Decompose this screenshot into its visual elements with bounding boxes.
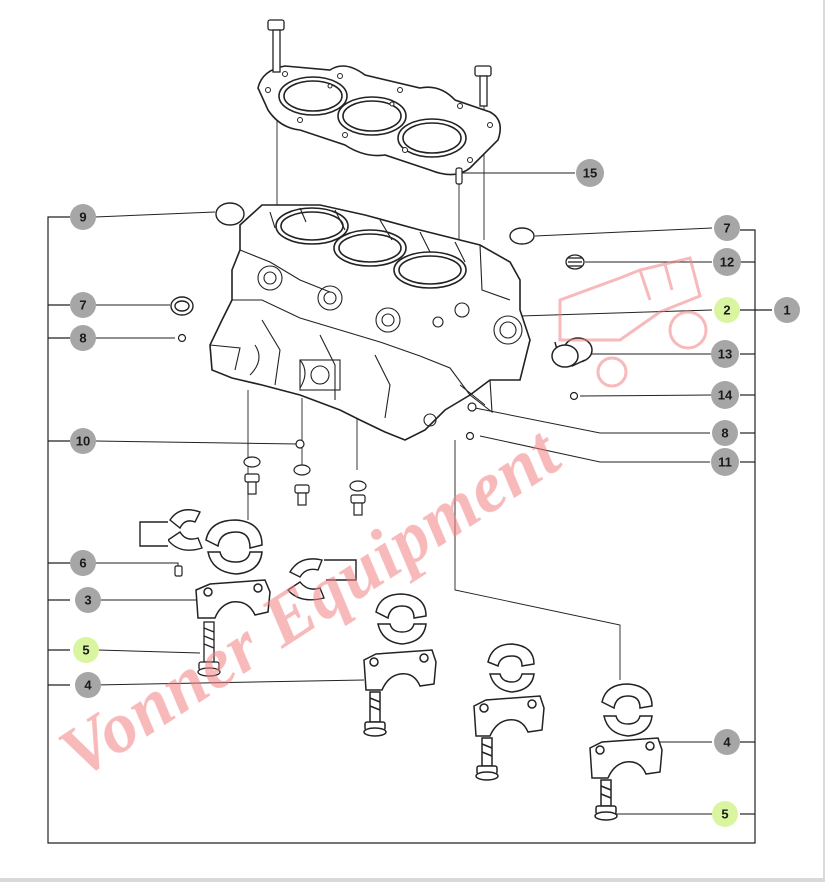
plug-7-right (509, 227, 535, 245)
callout-1: 1 (774, 297, 800, 323)
plug-14 (569, 391, 579, 401)
main-bearing-front (205, 519, 263, 575)
main-bearing-rear (589, 683, 663, 821)
cap-bolt-5-left (197, 621, 221, 677)
callout-markers: 9 7 8 10 6 3 5 4 (70, 159, 800, 827)
plug-7-left (170, 296, 194, 316)
svg-text:1: 1 (783, 303, 790, 318)
plug-10 (295, 439, 305, 449)
svg-text:7: 7 (79, 298, 86, 313)
callout-3: 3 (75, 587, 101, 613)
svg-text:4: 4 (723, 735, 731, 750)
callout-7-left: 7 (70, 292, 96, 318)
callout-9: 9 (70, 204, 96, 230)
svg-text:15: 15 (583, 166, 597, 181)
svg-text:8: 8 (79, 331, 86, 346)
gasket-holes (265, 71, 493, 163)
dowel-6 (174, 565, 183, 577)
bushing-13 (551, 337, 593, 368)
thrust-washer-right (286, 558, 357, 601)
plug-11 (465, 431, 475, 441)
svg-text:7: 7 (723, 221, 730, 236)
callout-8-right: 8 (712, 420, 738, 446)
callout-7-right: 7 (714, 215, 740, 241)
main-bearing-cap-3 (195, 579, 271, 619)
svg-text:6: 6 (79, 556, 86, 571)
callout-12: 12 (713, 248, 741, 276)
dowel-pin-15 (455, 167, 463, 185)
plug-8-left (177, 333, 187, 343)
thrust-washer-left (139, 509, 203, 551)
svg-text:2: 2 (723, 303, 730, 318)
callout-14: 14 (711, 381, 739, 409)
callout-8-left: 8 (70, 325, 96, 351)
head-bolt-left (267, 19, 285, 73)
callout-4-right: 4 (714, 729, 740, 755)
svg-text:14: 14 (718, 388, 733, 403)
callout-15: 15 (576, 159, 604, 187)
callout-2: 2 (714, 297, 740, 323)
callout-13: 13 (711, 340, 739, 368)
svg-text:12: 12 (720, 255, 734, 270)
main-bearing-middle (363, 593, 437, 737)
svg-text:10: 10 (76, 434, 90, 449)
plug-8-right (467, 402, 477, 412)
callout-6: 6 (70, 550, 96, 576)
head-bolt-right (474, 65, 492, 107)
main-bearing-rear-mid (473, 643, 545, 781)
callout-5-left: 5 (73, 637, 99, 663)
plug-12 (565, 254, 585, 270)
block-bolts (243, 456, 367, 516)
bracket-lines (47, 216, 772, 844)
watermark-tractor-logo (558, 256, 708, 388)
callout-4-left: 4 (75, 672, 101, 698)
svg-text:4: 4 (84, 678, 92, 693)
svg-text:5: 5 (721, 807, 728, 822)
svg-text:3: 3 (84, 593, 91, 608)
cylinder-block (209, 204, 531, 441)
block-details (209, 207, 523, 427)
head-gasket (257, 65, 501, 176)
callout-5-right: 5 (712, 801, 738, 827)
svg-text:11: 11 (718, 455, 732, 470)
svg-text:13: 13 (718, 347, 732, 362)
callout-10: 10 (70, 428, 96, 454)
expansion-plug-9 (215, 202, 245, 226)
svg-text:9: 9 (79, 210, 86, 225)
svg-text:8: 8 (721, 426, 728, 441)
svg-text:5: 5 (82, 643, 89, 658)
callout-11: 11 (711, 448, 739, 476)
